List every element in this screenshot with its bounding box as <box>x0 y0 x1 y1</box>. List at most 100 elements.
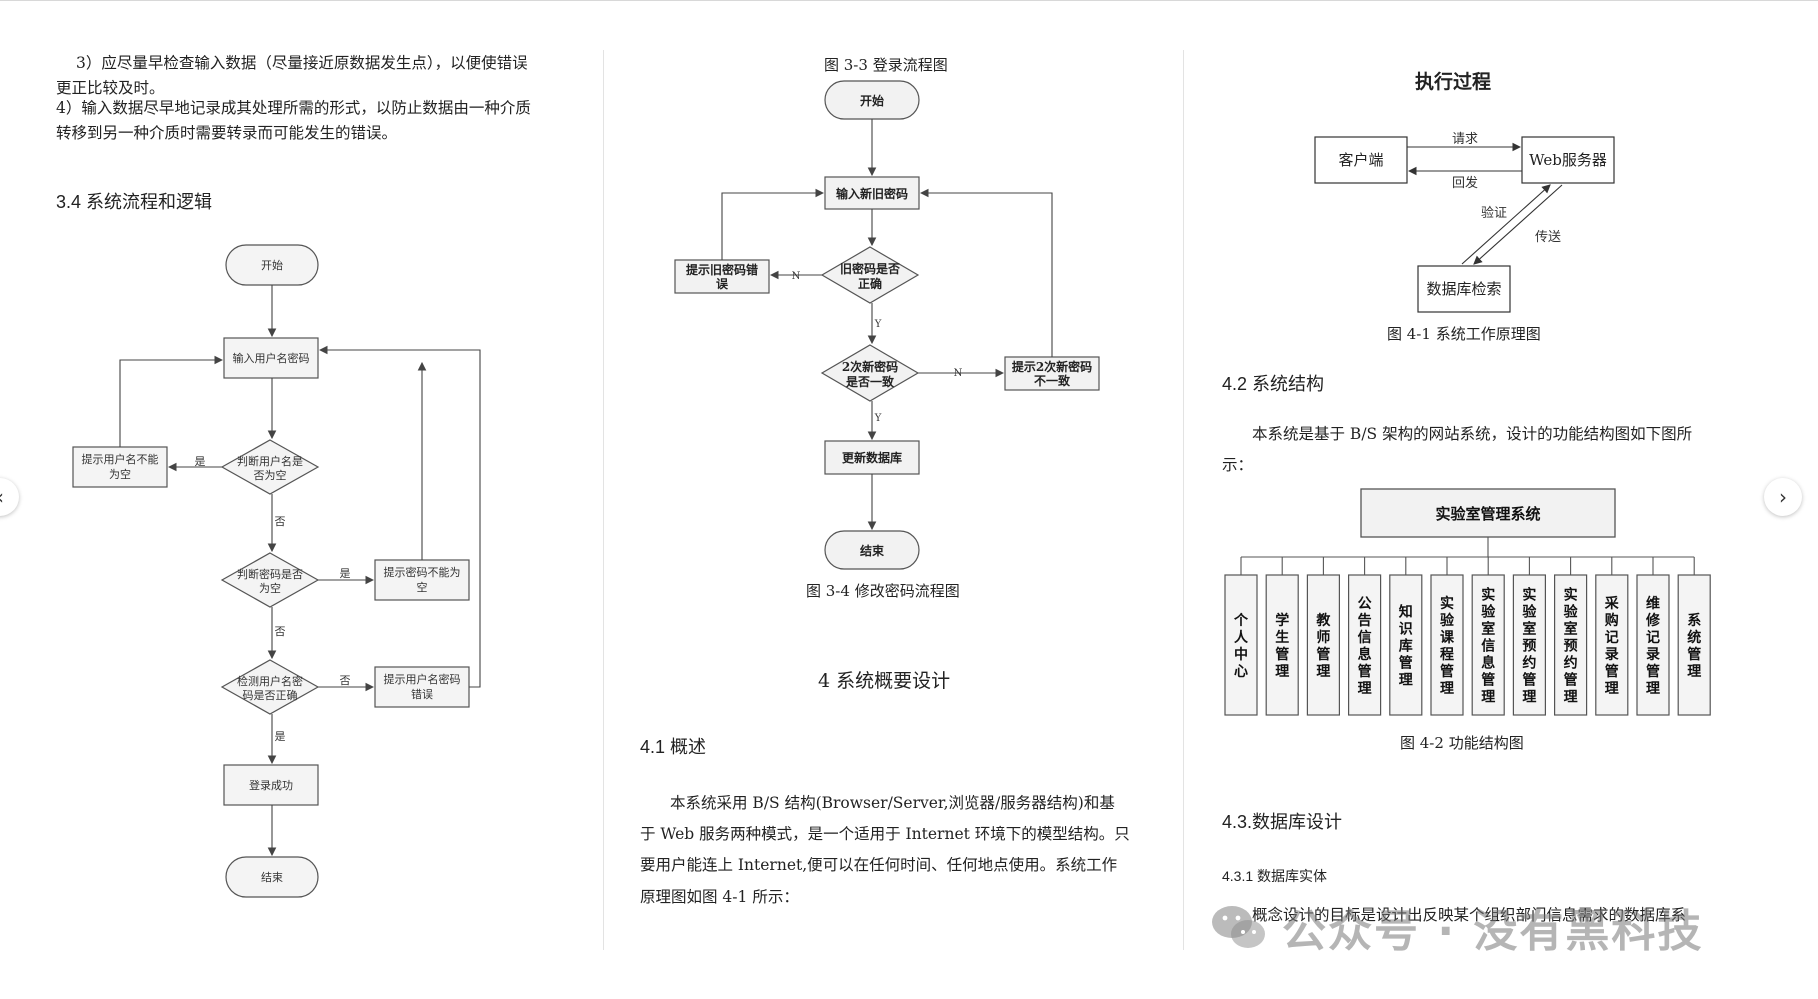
flow-label: 2次新密码 <box>842 359 898 374</box>
tree-module-box <box>1595 574 1629 716</box>
paragraph-line: 示： <box>1222 456 1254 474</box>
flow-error-node <box>374 666 470 708</box>
figure-caption: 图 3-3 登录流程图 <box>824 56 948 74</box>
flow-error-node <box>72 446 168 488</box>
flow-update-node <box>824 440 920 475</box>
flow-no-label: 否 <box>340 674 351 687</box>
flow-end-node <box>225 856 319 898</box>
tree-module-box <box>1512 574 1546 716</box>
flow-label: 登录成功 <box>249 778 293 792</box>
tree-module-box <box>1430 574 1464 716</box>
flow-label: 为空 <box>109 467 131 481</box>
tree-module-label: 个人中心 <box>1233 612 1249 680</box>
paragraph-line: 3）应尽量早检查输入数据（尽量接近原数据发生点），以便使错误 <box>76 54 528 72</box>
tree-root-label: 实验室管理系统 <box>1435 505 1540 523</box>
flow-label: 输入用户名密码 <box>233 351 310 365</box>
reply-label: 回发 <box>1452 175 1478 191</box>
tree-module-label: 公告信息管理 <box>1358 596 1372 697</box>
prev-page-button[interactable]: ‹ <box>0 478 19 516</box>
flow-decision-node <box>220 439 320 495</box>
flow-n-label: N <box>954 368 963 379</box>
server-label: Web服务器 <box>1529 151 1607 169</box>
watermark: 公众号 · 没有黑科技 <box>1210 892 1770 962</box>
tree-module-label: 系统管理 <box>1687 612 1701 680</box>
database-box <box>1417 265 1511 313</box>
paragraph-line: 本系统是基于 B/S 架构的网站系统，设计的功能结构图如下图所 <box>1252 425 1693 443</box>
tree-module-box <box>1389 574 1423 716</box>
wechat-icon <box>1212 906 1265 948</box>
flow-error-node <box>374 559 470 601</box>
tree-module-label: 维修记录管理 <box>1645 595 1661 697</box>
figure-caption: 图 4-2 功能结构图 <box>1400 734 1524 752</box>
flow-input-node <box>223 337 319 379</box>
flow-label: 更新数据库 <box>842 450 902 465</box>
request-label: 请求 <box>1452 132 1478 147</box>
chevron-right-icon: › <box>1779 485 1787 509</box>
tree-module-label: 知识库管理 <box>1399 604 1413 689</box>
next-page-button[interactable]: › <box>1764 478 1802 516</box>
flow-y-label: Y <box>874 319 882 330</box>
paragraph-line: 于 Web 服务两种模式，是一个适用于 Internet 环境下的模型结构。只 <box>640 825 1130 843</box>
chapter-title: 4 系统概要设计 <box>818 670 951 692</box>
flow-label: 不一致 <box>1034 373 1071 388</box>
transfer-label: 传送 <box>1535 230 1561 245</box>
column-divider <box>603 50 604 950</box>
diagram-title: 执行过程 <box>1415 71 1492 93</box>
flow-label: 误 <box>716 277 729 291</box>
tree-module-label: 实验课程管理 <box>1440 595 1455 697</box>
flow-yes-label: 是 <box>195 455 206 468</box>
section-heading: 3.4 系统流程和逻辑 <box>56 192 213 212</box>
flow-decision-node <box>820 344 920 402</box>
flow-label: 提示旧密码错 <box>686 262 758 277</box>
flow-no-label: 否 <box>275 515 286 528</box>
verify-label: 验证 <box>1481 205 1507 221</box>
section-heading: 4.2 系统结构 <box>1222 374 1325 394</box>
flow-error-node <box>674 259 770 294</box>
section-heading: 4.1 概述 <box>640 737 707 757</box>
paragraph-line: 本系统采用 B/S 结构(Browser/Server,浏览器/服务器结构)和基 <box>670 794 1115 812</box>
flow-label: 结束 <box>261 871 283 884</box>
paragraph-line: 要用户能连上 Internet,便可以在任何时间、任何地点使用。系统工作 <box>640 856 1118 874</box>
system-principle-diagram: 客户端 Web服务器 数据库检索 请求 回发 验证 传送 <box>1314 132 1615 313</box>
watermark-text: 公众号 · 没有黑科技 <box>1282 906 1704 957</box>
flow-label: 开始 <box>261 258 283 272</box>
subsection-heading: 4.3.1 数据库实体 <box>1222 868 1328 884</box>
tree-module-label: 教师管理 <box>1316 612 1331 680</box>
flow-label: 开始 <box>860 93 884 108</box>
flow-label: 提示用户名不能 <box>82 452 159 466</box>
server-box <box>1521 136 1615 184</box>
password-change-flowchart: 开始 输入新旧密码 旧密码是否 正确 提示旧密码错 误 2次新密码 是否一致 提… <box>674 80 1100 570</box>
flow-label: 判断密码是否 <box>237 567 303 581</box>
flow-no-label: 否 <box>275 625 286 638</box>
tree-module-label: 实验室预约管理 <box>1564 587 1579 706</box>
tree-module-label: 实验室预约管理 <box>1522 587 1537 706</box>
paragraph-line: 更正比较及时。 <box>56 79 165 97</box>
flow-label: 是否一致 <box>845 374 895 389</box>
figure-caption: 图 4-1 系统工作原理图 <box>1387 325 1541 343</box>
paragraph-line: 转移到另一种介质时需要转录而可能发生的错误。 <box>56 124 398 142</box>
flow-label: 正确 <box>858 276 882 291</box>
flow-success-node <box>223 764 319 806</box>
figure-caption: 图 3-4 修改密码流程图 <box>806 582 960 600</box>
flow-error-node <box>1004 356 1100 391</box>
tree-module-box <box>1471 574 1505 716</box>
flow-label: 提示2次新密码 <box>1012 359 1092 374</box>
flow-label: 检测用户名密 <box>237 674 303 688</box>
flow-label: 码是否正确 <box>243 689 298 702</box>
paragraph-line: 概念设计的目标是设计出反映某个组织部门信息需求的数据库系 <box>1252 906 1687 924</box>
flow-label: 提示密码不能为 <box>384 565 461 579</box>
flow-label: 空 <box>417 580 428 594</box>
flow-yes-label: 是 <box>340 567 351 580</box>
flow-decision-node <box>220 552 320 608</box>
chevron-left-icon: ‹ <box>0 485 4 509</box>
flow-label: 输入新旧密码 <box>836 186 908 201</box>
flow-yes-label: 是 <box>275 730 286 743</box>
tree-module-box <box>1224 574 1258 716</box>
section-heading: 4.3.数据库设计 <box>1222 812 1343 832</box>
tree-module-box <box>1348 574 1382 716</box>
flow-n-label: N <box>792 271 801 282</box>
tree-module-box <box>1306 574 1341 716</box>
flow-label: 旧密码是否 <box>840 261 900 276</box>
client-box <box>1314 136 1408 184</box>
flow-label: 否为空 <box>254 468 287 482</box>
